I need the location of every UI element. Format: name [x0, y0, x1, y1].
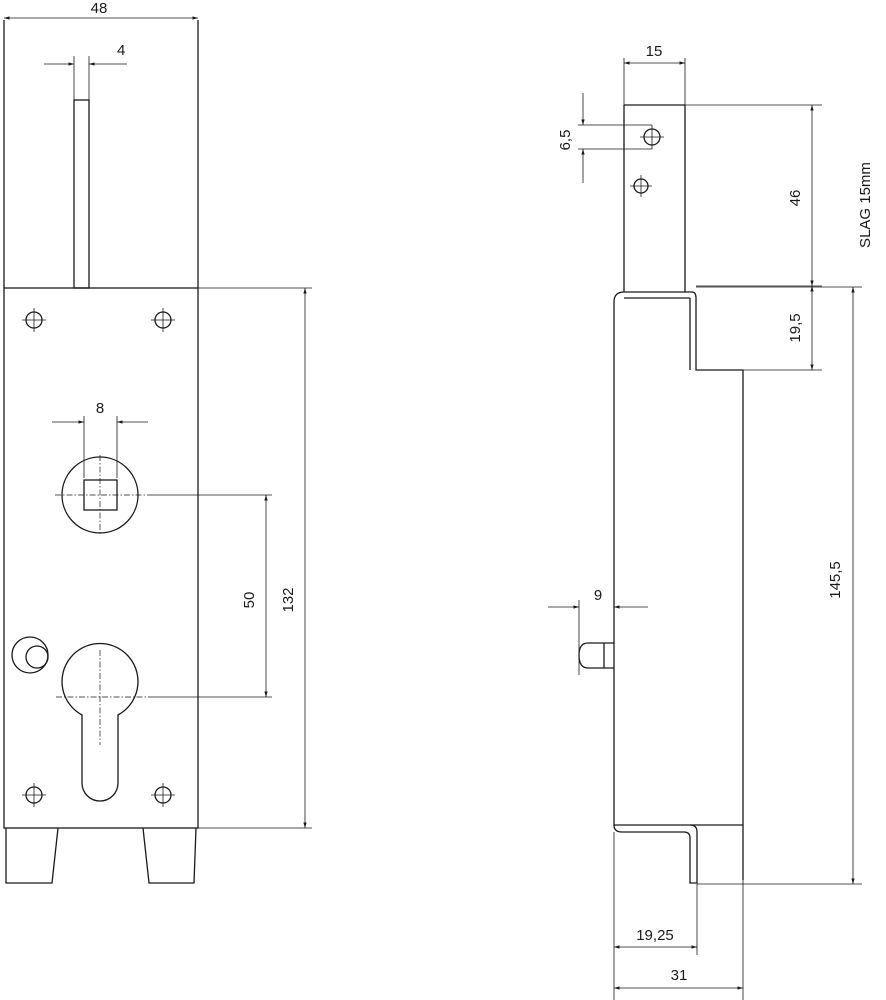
dim-bolt-top: 46 — [685, 104, 822, 287]
screw-hole-top-left — [22, 308, 46, 332]
throw-note: SLAG 15mm — [857, 162, 874, 248]
dim-hole: 6,5 — [557, 93, 652, 183]
dim-bolt-thickness-label: 15 — [646, 43, 663, 60]
dim-bolt-width: 4 — [44, 42, 127, 100]
side-view: 15 6,5 46 SLAG 15mm 19,5 — [548, 43, 874, 1000]
dim-bolt-top-label: 46 — [787, 190, 804, 207]
dim-spindle: 8 — [52, 400, 148, 478]
dim-total-height-label: 145,5 — [827, 561, 844, 599]
side-bolt — [623, 104, 686, 292]
spindle-hub — [55, 455, 150, 535]
front-bolt — [73, 99, 90, 289]
dim-total-height: 145,5 — [696, 286, 862, 885]
screw-hole-bottom-left — [22, 783, 46, 807]
cylinder-profile-hole — [56, 642, 148, 802]
dim-width-label: 48 — [91, 0, 108, 17]
bolt-hole-lower — [630, 175, 652, 197]
dim-forend-offset: 19,25 — [613, 832, 698, 1000]
side-body — [613, 291, 744, 826]
dim-bolt-thickness: 15 — [623, 43, 686, 105]
dim-case-height-label: 132 — [280, 587, 297, 612]
side-bottom-bracket — [613, 824, 698, 884]
dim-step: 19,5 — [743, 286, 822, 371]
dim-forend-offset-label: 19,25 — [636, 927, 674, 944]
side-pin — [578, 642, 614, 669]
dim-width: 48 — [4, 0, 198, 20]
dim-depth-label: 31 — [671, 967, 688, 984]
dim-pin: 9 — [548, 587, 648, 675]
dim-case-height: 132 — [198, 287, 312, 829]
front-upper-extension — [3, 20, 199, 288]
dim-spindle-to-cylinder: 50 — [148, 494, 272, 698]
front-foot-right — [142, 827, 197, 884]
dim-spindle-label: 8 — [96, 400, 104, 417]
dim-bolt-width-label: 4 — [117, 42, 125, 59]
dim-pin-label: 9 — [594, 587, 602, 604]
latch-pin-circle — [11, 636, 49, 674]
bolt-hole-upper — [640, 125, 664, 149]
front-case-body — [3, 287, 199, 829]
dim-step-label: 19,5 — [787, 313, 804, 342]
dim-depth: 31 — [614, 880, 744, 1000]
front-foot-left — [5, 827, 59, 884]
screw-hole-bottom-right — [151, 783, 175, 807]
screw-hole-top-right — [151, 308, 175, 332]
dim-hole-label: 6,5 — [557, 130, 574, 151]
dim-spindle-to-cylinder-label: 50 — [241, 592, 258, 609]
front-view: 48 4 8 50 132 — [3, 0, 312, 884]
